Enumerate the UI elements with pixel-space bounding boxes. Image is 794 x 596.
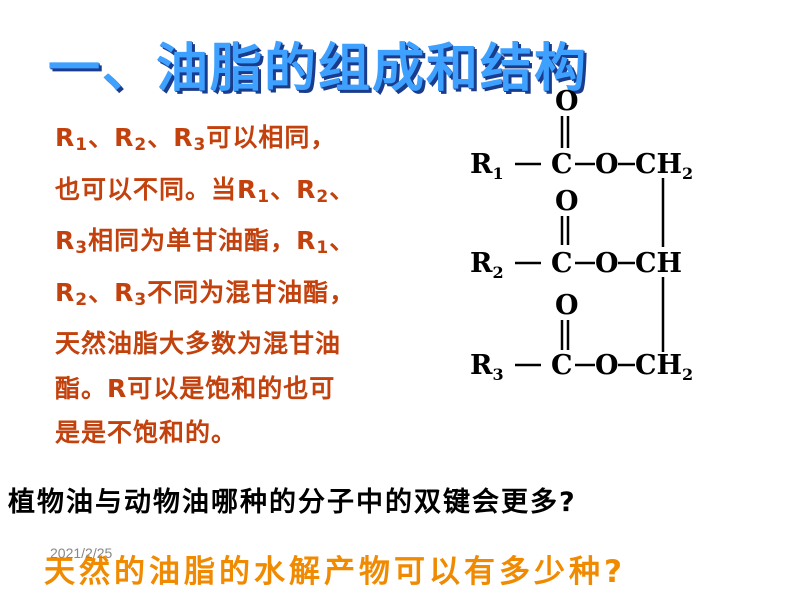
description-paragraph: R1、R2、R3可以相同， 也可以不同。当R1、R2、 R3相同为单甘油酯，R1… [55,116,450,456]
paragraph-line-7: 是是不饱和的。 [55,418,238,447]
ch2-group-1: CH2 [635,149,693,183]
carbon-1: C [551,149,573,180]
ester-oxygen-3: O [595,350,619,381]
carbon-2: C [551,248,573,279]
carbonyl-oxygen-3: O [555,290,579,321]
paragraph-line-6: 酯。R可以是饱和的也可 [55,373,336,403]
r2-group: R2 [470,248,504,282]
ch-group: CH [635,248,682,279]
paragraph-line-4: R2、R3不同为混甘油酯， [55,277,356,310]
ester-oxygen-1: O [595,149,619,180]
carbonyl-oxygen-2: O [555,186,579,217]
r3-group: R3 [470,350,504,384]
ch2-group-3: CH2 [635,350,693,384]
slide-date: 2021/2/25 [50,545,113,561]
carbonyl-oxygen-1: O [555,86,579,117]
r1-group: R1 [470,149,504,183]
paragraph-line-2: 也可以不同。当R1、R2、 [55,174,356,207]
carbon-3: C [551,350,573,381]
ester-oxygen-2: O [595,248,619,279]
question-hydrolysis-products: 天然的油脂的水解产物可以有多少种? [44,554,626,590]
paragraph-line-3: R3相同为单甘油酯，R1、 [55,226,356,258]
triglyceride-structure-diagram: O R1 C O CH2 O R2 C O CH O R3 C O CH2 [470,86,693,384]
paragraph-line-1: R1、R2、R3可以相同， [55,123,337,155]
question-double-bonds: 植物油与动物油哪种的分子中的双键会更多? [8,487,577,518]
slide-title: 一、油脂的组成和结构 [48,39,589,99]
paragraph-line-5: 天然油脂大多数为混甘油 [55,329,342,358]
